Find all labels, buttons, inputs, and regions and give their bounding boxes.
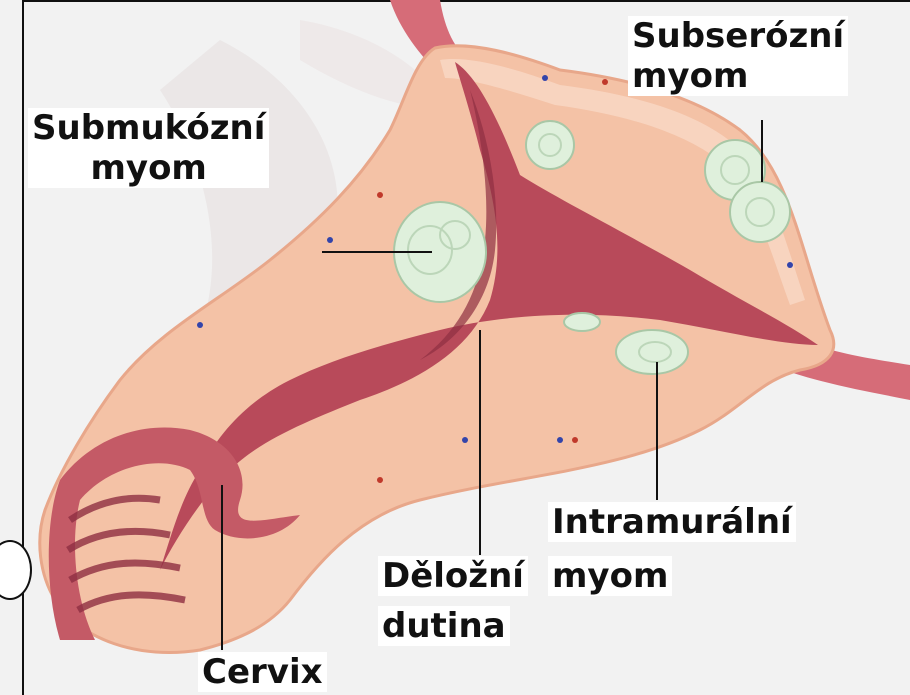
label-subserosal-line1: Subserózní — [632, 16, 844, 56]
label-intramural-line1: Intramurální — [548, 502, 796, 542]
label-subserosal: Subserózní myom — [628, 16, 848, 96]
fibroid-upper — [526, 121, 574, 169]
label-submucosal-line2: myom — [32, 148, 265, 188]
label-submucosal: Submukózní myom — [28, 108, 269, 188]
label-subserosal-line2: myom — [632, 56, 844, 96]
label-submucosal-line1: Submukózní — [32, 108, 265, 148]
label-cavity-line1: Děložní — [378, 556, 528, 596]
label-cavity-line2: dutina — [378, 606, 510, 646]
label-intramural-line2: myom — [548, 556, 672, 596]
label-cervix: Cervix — [198, 652, 327, 692]
